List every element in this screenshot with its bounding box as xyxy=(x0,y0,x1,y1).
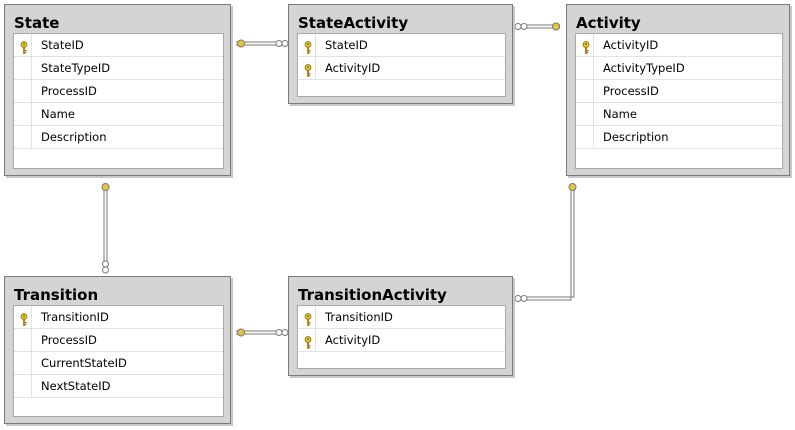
infinity-end-icon xyxy=(275,40,283,47)
column-row[interactable]: Name xyxy=(14,103,223,126)
column-name: ActivityID xyxy=(325,61,381,75)
row-selector[interactable] xyxy=(576,103,594,125)
column-row[interactable]: ActivityTypeID xyxy=(576,57,782,80)
column-name: Name xyxy=(603,107,637,121)
primary-key-icon xyxy=(304,39,312,58)
row-selector[interactable] xyxy=(576,80,594,102)
column-row[interactable]: ProcessID xyxy=(14,80,223,103)
row-selector[interactable] xyxy=(298,329,316,351)
table-activity[interactable]: Activity ActivityID ActivityTypeID Process… xyxy=(566,4,790,176)
primary-key-icon xyxy=(304,311,312,330)
column-name: ActivityTypeID xyxy=(603,61,685,75)
column-row[interactable]: ActivityID xyxy=(576,34,782,57)
row-selector[interactable] xyxy=(14,126,32,148)
row-selector[interactable] xyxy=(14,352,32,374)
column-row[interactable]: ProcessID xyxy=(576,80,782,103)
column-row[interactable]: ActivityID xyxy=(298,329,505,352)
column-name: ProcessID xyxy=(41,84,97,98)
column-name: StateID xyxy=(325,38,368,52)
table-title: Activity xyxy=(576,14,641,32)
key-end-icon xyxy=(568,183,577,191)
key-end-icon xyxy=(552,22,560,31)
row-selector[interactable] xyxy=(14,306,32,328)
primary-key-icon xyxy=(304,334,312,353)
relationship-activity-transitionactivity[interactable] xyxy=(514,183,577,302)
column-row[interactable]: Description xyxy=(576,126,782,149)
primary-key-icon xyxy=(20,311,28,330)
infinity-end-icon xyxy=(514,295,522,302)
relationship-transition-transitionactivity[interactable] xyxy=(236,328,289,337)
row-selector[interactable] xyxy=(298,34,316,56)
column-name: TransitionID xyxy=(41,310,109,324)
infinity-end-icon xyxy=(275,329,283,336)
table-title: StateActivity xyxy=(298,14,409,32)
primary-key-icon xyxy=(20,39,28,58)
table-title: TransitionActivity xyxy=(298,286,447,304)
column-name: CurrentStateID xyxy=(41,356,127,370)
column-row[interactable]: ActivityID xyxy=(298,57,505,80)
column-row[interactable]: StateID xyxy=(14,34,223,57)
table-stateactivity[interactable]: StateActivity StateID ActivityID xyxy=(288,4,513,104)
primary-key-icon xyxy=(582,39,590,58)
key-end-icon xyxy=(237,328,245,337)
table-transition[interactable]: Transition TransitionID ProcessID CurrentS… xyxy=(4,276,231,424)
column-name: TransitionID xyxy=(325,310,393,324)
table-title: Transition xyxy=(14,286,99,304)
column-name: Description xyxy=(41,130,107,144)
column-name: ActivityID xyxy=(325,333,381,347)
primary-key-icon xyxy=(304,62,312,81)
row-selector[interactable] xyxy=(14,80,32,102)
row-selector[interactable] xyxy=(576,34,594,56)
relationship-state-stateactivity[interactable] xyxy=(236,39,289,48)
column-grid: TransitionID ProcessID CurrentStateID NextS… xyxy=(13,305,224,417)
table-title: State xyxy=(14,14,60,32)
column-row[interactable]: TransitionID xyxy=(298,306,505,329)
column-row[interactable]: TransitionID xyxy=(14,306,223,329)
column-name: NextStateID xyxy=(41,379,111,393)
column-name: ProcessID xyxy=(41,333,97,347)
column-name: StateTypeID xyxy=(41,61,111,75)
column-row[interactable]: StateTypeID xyxy=(14,57,223,80)
column-name: ProcessID xyxy=(603,84,659,98)
row-selector[interactable] xyxy=(298,306,316,328)
column-row[interactable]: Description xyxy=(14,126,223,149)
column-name: Name xyxy=(41,107,75,121)
key-end-icon xyxy=(101,183,110,191)
column-row[interactable]: ProcessID xyxy=(14,329,223,352)
row-selector[interactable] xyxy=(14,375,32,397)
row-selector[interactable] xyxy=(576,126,594,148)
infinity-end-icon xyxy=(514,23,522,30)
column-row[interactable]: StateID xyxy=(298,34,505,57)
table-transitionactivity[interactable]: TransitionActivity TransitionID ActivityI… xyxy=(288,276,513,376)
column-grid: StateID ActivityID xyxy=(297,33,506,97)
key-end-icon xyxy=(237,39,245,48)
column-row[interactable]: Name xyxy=(576,103,782,126)
column-row[interactable]: NextStateID xyxy=(14,375,223,398)
infinity-end-icon xyxy=(102,260,109,268)
column-row[interactable]: CurrentStateID xyxy=(14,352,223,375)
relationship-activity-stateactivity[interactable] xyxy=(514,22,560,31)
row-selector[interactable] xyxy=(14,34,32,56)
row-selector[interactable] xyxy=(14,57,32,79)
row-selector[interactable] xyxy=(576,57,594,79)
column-grid: TransitionID ActivityID xyxy=(297,305,506,369)
column-name: StateID xyxy=(41,38,84,52)
relationship-state-transition[interactable] xyxy=(101,183,110,274)
row-selector[interactable] xyxy=(14,103,32,125)
column-name: Description xyxy=(603,130,669,144)
row-selector[interactable] xyxy=(14,329,32,351)
row-selector[interactable] xyxy=(298,57,316,79)
column-name: ActivityID xyxy=(603,38,659,52)
